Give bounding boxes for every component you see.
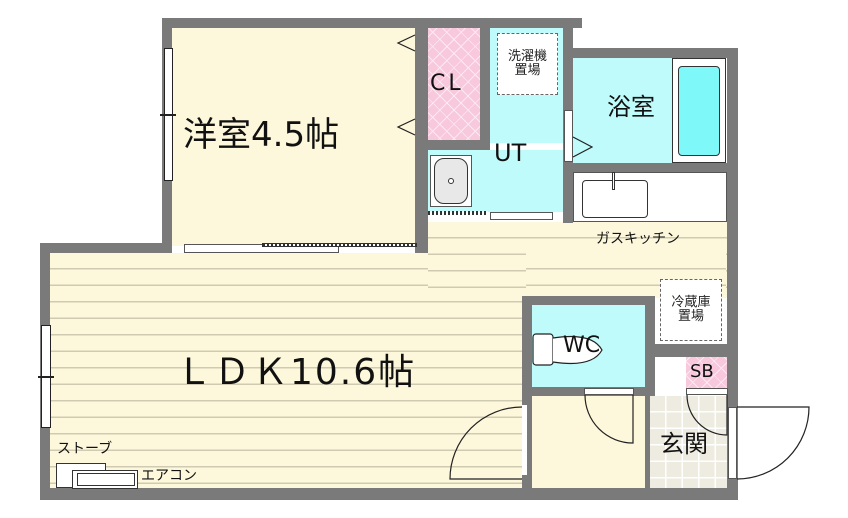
wall: [162, 18, 582, 28]
closet-label: CL: [430, 71, 464, 96]
entrance-label: 玄関: [660, 430, 708, 458]
ut-sliding-door[interactable]: [490, 212, 553, 220]
entrance-floor: [650, 396, 728, 488]
closet-floor: [428, 28, 480, 140]
bath-door[interactable]: [564, 110, 573, 162]
sliding-door-panel[interactable]: [262, 243, 417, 247]
washer-space-line1: 洗濯機: [507, 49, 547, 65]
stove-label: ストーブ: [57, 441, 113, 457]
bath-door-icon[interactable]: [572, 135, 594, 159]
washer-space-line2: 置場: [514, 63, 541, 78]
wall: [522, 296, 532, 500]
kitchen-sink: [582, 180, 648, 218]
western-room-floor: [172, 28, 415, 246]
shoe-box-door[interactable]: [686, 388, 728, 395]
ut-sliding-door[interactable]: [428, 211, 488, 215]
bathtub: [678, 66, 720, 156]
fridge-space: 冷蔵庫置場: [660, 279, 722, 341]
utility-label: UT: [494, 139, 527, 167]
hall-floor: [532, 396, 649, 488]
air-conditioner-label: エアコン: [141, 468, 197, 484]
window-mullion: [38, 376, 54, 378]
wall: [40, 243, 172, 253]
wall: [415, 18, 428, 253]
wall: [522, 296, 655, 305]
ldk-door-icon[interactable]: [448, 405, 528, 490]
western-room-label: 洋室4.5帖: [183, 115, 340, 155]
ldk-label: ＬＤＫ10.6帖: [176, 352, 417, 393]
shoe-box-label: SB: [690, 361, 714, 382]
kitchen-label: ガスキッチン: [596, 231, 680, 247]
fridge-space-line2: 置場: [677, 309, 704, 324]
wall: [480, 18, 490, 150]
entrance-inner-door-icon[interactable]: [686, 394, 730, 440]
toilet-door-icon[interactable]: [584, 394, 636, 450]
wall: [563, 163, 738, 172]
wall: [645, 396, 650, 488]
fridge-space-line1: 冷蔵庫: [671, 295, 711, 311]
toilet-icon: [532, 333, 603, 366]
wall: [727, 48, 738, 500]
wall: [563, 48, 738, 58]
wall: [428, 140, 490, 150]
air-conditioner-inner: [77, 473, 135, 486]
sliding-door[interactable]: [184, 244, 339, 253]
shoe-box-floor: [686, 357, 728, 389]
kitchen-faucet: [612, 172, 615, 190]
toilet-door[interactable]: [584, 388, 634, 395]
front-door-frame: [728, 407, 737, 479]
ldk-door-frame: [522, 405, 527, 475]
bathroom-label: 浴室: [607, 93, 655, 121]
wash-basin-drain: [448, 178, 454, 184]
washer-space: 洗濯機置場: [497, 33, 558, 95]
wall: [645, 296, 655, 396]
closet-door-icon[interactable]: [395, 33, 417, 143]
wall: [655, 344, 737, 357]
window-mullion: [160, 114, 176, 116]
toilet-label: WC: [563, 333, 601, 358]
front-door-icon[interactable]: [736, 405, 810, 483]
wall: [40, 488, 738, 500]
